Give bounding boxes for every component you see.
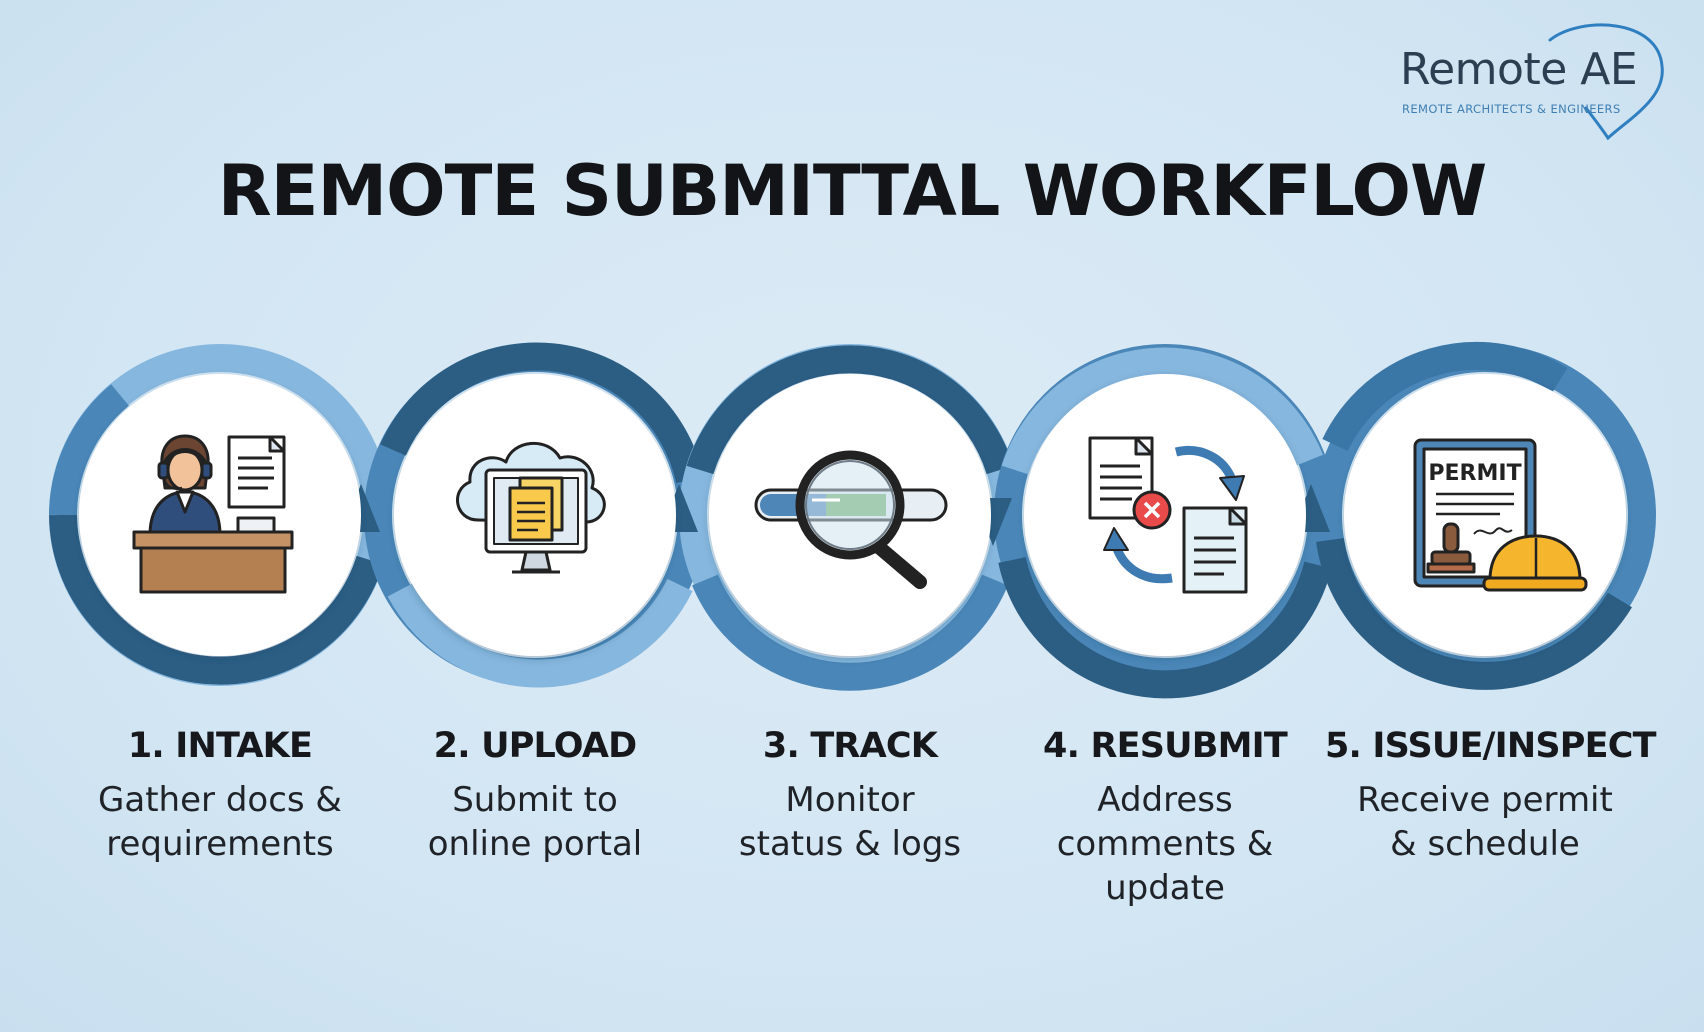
step-description-line: requirements xyxy=(106,824,334,864)
step-title: 5. ISSUE/INSPECT xyxy=(1325,726,1656,766)
step-description: Address comments & update xyxy=(1005,778,1325,910)
step-title: 4. RESUBMIT xyxy=(1043,726,1288,766)
location-pin-icon xyxy=(1548,23,1664,141)
step-ring-5 xyxy=(1314,342,1656,690)
document-revision-icon xyxy=(1088,436,1248,594)
logo-tagline: REMOTE ARCHITECTS & ENGINEERS xyxy=(1402,102,1621,116)
cloud-upload-monitor-icon xyxy=(456,442,606,574)
magnifier-progress-icon xyxy=(754,450,948,589)
permit-label: PERMIT xyxy=(1428,461,1521,486)
page-title: REMOTE SUBMITTAL WORKFLOW xyxy=(217,150,1487,232)
step-description-line: & schedule xyxy=(1390,824,1580,864)
step-3: 3. TRACK Monitor status & logs xyxy=(690,726,1010,866)
step-description: Submit to online portal xyxy=(375,778,695,866)
step-description: Gather docs & requirements xyxy=(60,778,380,866)
step-description: Monitor status & logs xyxy=(690,778,1010,866)
step-description-line: Receive permit xyxy=(1357,780,1613,820)
step-description-line: Gather docs & xyxy=(98,780,342,820)
step-title: 1. INTAKE xyxy=(127,726,313,766)
receptionist-desk-icon xyxy=(132,434,294,594)
step-description-line: status & logs xyxy=(738,824,962,864)
company-logo: Remote AE REMOTE ARCHITECTS & ENGINEERS xyxy=(1390,14,1690,144)
step-title: 2. UPLOAD xyxy=(433,726,638,766)
step-description: Receive permit & schedule xyxy=(1325,778,1645,866)
step-description-line: update xyxy=(1105,868,1225,908)
step-description-line: online portal xyxy=(427,824,643,864)
step-description-line: Submit to xyxy=(452,780,618,820)
step-1: 1. INTAKE Gather docs & requirements xyxy=(60,726,380,866)
step-ring-4 xyxy=(994,344,1336,699)
step-description-line: Monitor xyxy=(785,780,915,820)
permit-hardhat-icon: PERMIT xyxy=(1413,438,1588,592)
logo-wordmark: Remote AE xyxy=(1400,44,1638,95)
step-5: 5. ISSUE/INSPECT Receive permit & schedu… xyxy=(1325,726,1656,866)
step-title: 3. TRACK xyxy=(762,726,938,766)
step-4: 4. RESUBMIT Address comments & update xyxy=(1005,726,1325,910)
step-2: 2. UPLOAD Submit to online portal xyxy=(375,726,695,866)
step-disc-1 xyxy=(79,374,361,656)
step-description-line: Address xyxy=(1097,780,1233,820)
step-description-line: comments & xyxy=(1056,824,1274,864)
